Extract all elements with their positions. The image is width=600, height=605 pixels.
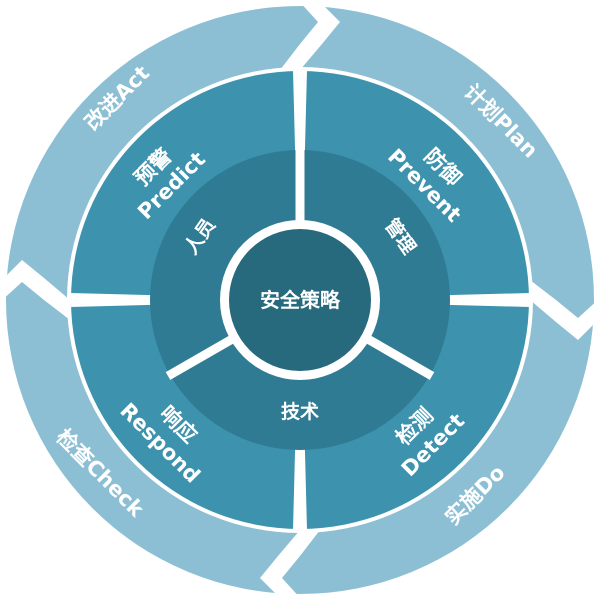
core-disc bbox=[229, 229, 371, 371]
core-label: 安全策略 bbox=[260, 288, 341, 312]
outer-gap-left bbox=[0, 260, 70, 320]
outer-gap-right bbox=[530, 280, 600, 340]
outer-gap-bottom bbox=[260, 530, 320, 600]
inner-label-technology: 技术 bbox=[281, 400, 319, 423]
outer-gap-top bbox=[280, 0, 340, 70]
core: 安全策略 bbox=[220, 220, 380, 380]
